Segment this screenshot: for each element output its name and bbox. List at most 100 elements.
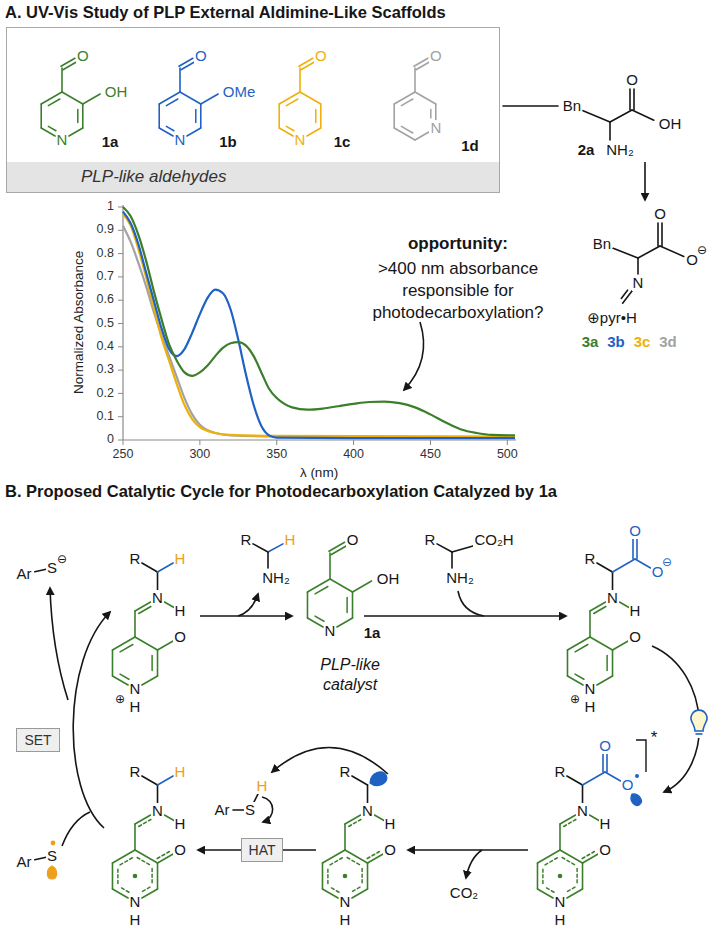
bond-line [69,128,83,136]
bond-line [633,89,635,110]
bond-line [151,869,153,884]
bond-line [330,579,353,592]
atom-label: R [129,551,142,568]
bond-line [157,863,159,889]
bond-line [134,611,136,637]
bond-line [112,650,114,676]
axis-tick-label: 0.1 [97,410,114,424]
bond-line [180,92,201,104]
bond-line [322,850,345,863]
bond-line [77,109,79,122]
bond-line [609,122,611,140]
absorbance-curve [123,212,515,438]
bond-line [368,854,384,863]
bond-line [590,602,606,611]
compound-number: 1a [102,134,119,151]
tick-mark [507,440,508,445]
radical-dot [51,841,56,846]
bond-line [606,656,608,671]
tick-mark [123,440,124,445]
bulb-base [696,733,703,735]
bond-line [560,815,576,824]
bond-line [353,581,372,592]
tick-mark [199,440,200,445]
axis-tick-label: 0.4 [97,340,114,354]
bond-line [346,598,348,613]
bond-line [415,92,436,104]
compound-number: 3b [607,334,625,351]
bond-line [315,586,328,593]
atom-label: O [383,842,397,859]
atom-label: O [598,738,612,755]
bond-line [374,815,384,820]
atom-label: H [174,816,187,833]
bond-line [157,572,159,590]
bond-line [159,92,180,104]
bond-line [142,676,158,685]
step-label: HAT [249,842,276,858]
atom-label: O [76,48,90,65]
bond-line [435,104,437,120]
atom-label: N [324,623,337,640]
bond-line [582,863,584,889]
bond-line [120,887,129,892]
atom-label: OMe [222,84,257,101]
bond-line [623,290,633,303]
atom-label: N [584,681,597,698]
atom-label: Ar [16,566,33,583]
charge-symbol: ⊕ [570,693,580,706]
orbital-lobe [47,866,56,879]
panel-band: PLP-like aldehydes [7,162,499,192]
atom-label: N [632,275,645,292]
axis-tick-label: 400 [343,448,364,462]
bond-line [661,223,663,246]
reaction-arrow [73,612,110,828]
tick-mark [430,440,431,445]
bond-line [157,650,159,676]
bond-line [158,854,174,863]
atom-label: NH₂ [605,142,635,159]
axis-tick-label: 450 [420,448,441,462]
tick-mark [118,370,123,371]
bond-line [329,553,331,579]
bond-line [566,887,575,892]
compound-number: 3d [659,334,677,351]
atom-label: O [173,629,187,646]
bond-line [158,563,174,572]
bond-line [278,104,280,128]
bond-line [139,819,151,826]
bond-line [164,602,174,607]
atom-label: H [174,764,187,781]
atom-label: OH [658,116,683,133]
atom-label: N [606,590,619,607]
atom-label: H [339,912,352,929]
atom-label: Ar [214,802,231,819]
reaction-arrow [238,594,258,616]
bond-line [142,776,158,785]
compound-number: 1b [219,134,237,151]
bond-line [629,89,631,110]
callout-arrow [404,322,424,390]
atom-label: OH [376,571,401,588]
bond-line [329,542,345,551]
atom-label: H [129,912,142,929]
bond-line [179,68,181,92]
bond-line [63,62,77,70]
atom-label: Bn [592,236,612,253]
atom-label: N [151,803,164,820]
tick-mark [118,440,123,441]
bond-line [451,552,453,568]
charge-symbol: ⊖ [57,553,67,566]
atom-label: N [151,590,164,607]
bond-line [582,785,584,803]
bond-line [576,869,578,884]
y-axis [122,205,123,440]
bond-line [299,58,313,66]
atom-label: H [554,912,567,929]
tick-mark [118,253,123,254]
bond-line [415,132,429,140]
bond-line [300,92,321,104]
bond-line [564,819,576,826]
tick-mark [118,416,123,417]
axis-tick-label: 300 [189,448,210,462]
